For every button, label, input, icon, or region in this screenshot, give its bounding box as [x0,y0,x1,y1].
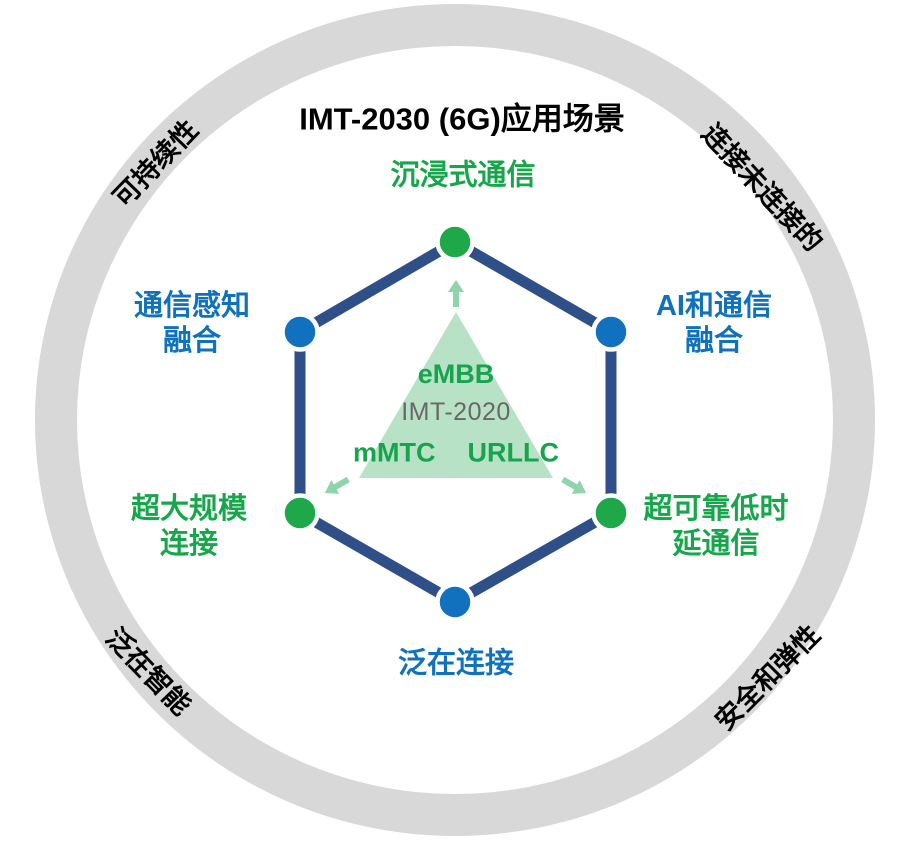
node-immersive-communication [435,222,475,262]
imt2020-mmtc-label: mMTC [353,437,436,468]
node-massive-connectivity [280,493,320,533]
scenario-label-immersive-communication: 沉浸式通信 [390,159,536,192]
hexagon-edges [294,237,617,607]
node-sensing-and-communication [280,312,320,352]
hexagon-nodes [280,222,631,622]
scenario-label-sensing-and-communication: 通信感知 融合 [133,290,251,357]
page-title: IMT-2030 (6G)应用场景 [299,101,625,137]
expansion-arrows [324,280,587,494]
scenario-label-massive-connectivity: 超大规模 连接 [130,493,248,560]
imt2020-urllc-label: URLLC [467,437,559,468]
hexagon-edge [452,508,614,607]
scenario-label-hyper-reliable-low-latency: 超可靠低时 延通信 [643,493,789,560]
hexagon-edge [297,508,458,607]
arrow-up-icon [448,280,464,307]
node-hyper-reliable-low-latency [591,493,631,533]
imt2020-label: IMT-2020 [401,398,511,426]
scenario-label-ubiquitous-connectivity: 泛在连接 [397,647,515,680]
hexagon-edge [452,237,614,337]
node-ai-and-communication [591,312,631,352]
node-ubiquitous-connectivity [435,582,475,622]
scenario-label-ai-and-communication: AI和通信 融合 [655,290,773,357]
arrow-down-right-icon [561,476,587,494]
hexagon-edge [297,237,458,337]
imt2020-bottom-labels: mMTC URLLC [353,438,559,469]
imt2020-triangle [359,312,553,478]
arrow-down-left-icon [324,476,350,494]
imt2020-embb-label: eMBB [417,358,495,389]
